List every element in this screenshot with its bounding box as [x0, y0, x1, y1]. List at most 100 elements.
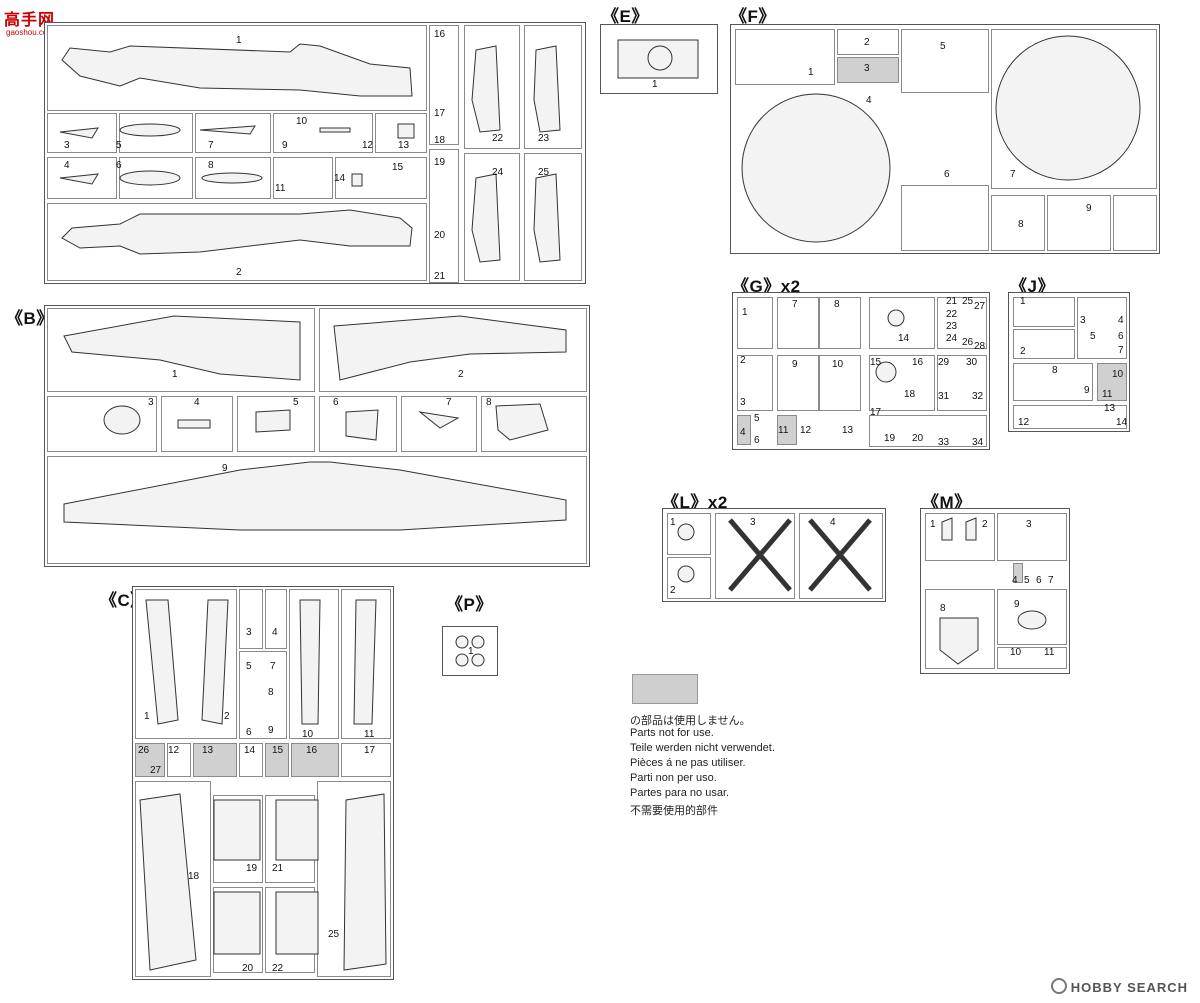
part-number: 2: [740, 355, 746, 366]
part-number: 7: [1048, 575, 1054, 586]
part-number: 27: [974, 301, 986, 312]
part-number: 6: [246, 727, 252, 738]
part-number: 6: [333, 397, 339, 408]
part-number: 4: [866, 95, 872, 106]
part-number: 11: [364, 729, 375, 740]
part-number: 13: [1104, 403, 1116, 414]
part-number: 16: [434, 29, 446, 40]
part-number: 9: [1084, 385, 1090, 396]
part-number: 5: [940, 41, 946, 52]
part-number: 14: [898, 333, 910, 344]
part-number: 18: [904, 389, 916, 400]
part-number: 12: [362, 140, 374, 151]
part-number: 7: [1118, 345, 1124, 356]
part-number: 4: [830, 517, 836, 528]
part-number: 3: [246, 627, 252, 638]
part-number: 1: [742, 307, 748, 318]
part-number: 27: [150, 765, 162, 776]
part-number: 16: [912, 357, 924, 368]
part-number: 23: [946, 321, 958, 332]
part-number: 18: [434, 135, 446, 146]
part-number: 30: [966, 357, 978, 368]
part-number: 16: [306, 745, 318, 756]
part-number: 10: [296, 116, 308, 127]
part-number: 7: [270, 661, 276, 672]
part-number: 8: [1052, 365, 1058, 376]
part-number: 9: [268, 725, 274, 736]
part-number: 12: [800, 425, 812, 436]
part-number: 25: [962, 296, 974, 307]
part-number: 31: [938, 391, 950, 402]
part-number: 18: [188, 871, 200, 882]
legend-it: Parti non per uso.: [630, 772, 717, 784]
part-number: 1: [172, 369, 178, 380]
part-number: 1: [468, 646, 474, 657]
wing-upper-right: [333, 315, 567, 381]
legend-fr: Pièces á ne pas utiliser.: [630, 757, 746, 769]
part-number: 1: [670, 517, 676, 528]
part-number: 3: [864, 63, 870, 74]
part-number: 24: [492, 167, 504, 178]
watermark-url: gaoshou.com: [6, 28, 55, 37]
part-number: 14: [244, 745, 256, 756]
part-number: 10: [302, 729, 314, 740]
part-number: 6: [754, 435, 760, 446]
part-number: 11: [778, 425, 789, 436]
part-number: 9: [282, 140, 288, 151]
part-number: 1: [236, 35, 242, 46]
part-number: 2: [236, 267, 242, 278]
part-number: 4: [64, 160, 70, 171]
part-number: 8: [268, 687, 274, 698]
runner-m-title: 《M》: [922, 493, 972, 512]
part-number: 6: [116, 160, 122, 171]
part-number: 8: [208, 160, 214, 171]
part-number: 3: [148, 397, 154, 408]
part-number: 5: [1090, 331, 1096, 342]
part-number: 22: [946, 309, 958, 320]
part-number: 26: [138, 745, 150, 756]
part-number: 21: [434, 271, 446, 282]
part-number: 4: [1012, 575, 1018, 586]
part-number: 3: [1026, 519, 1032, 530]
part-number: 8: [486, 397, 492, 408]
part-number: 22: [492, 133, 504, 144]
part-number: 14: [1116, 417, 1128, 428]
part-number: 19: [246, 863, 258, 874]
part-number: 4: [194, 397, 200, 408]
part-number: 19: [884, 433, 896, 444]
part-number: 3: [750, 517, 756, 528]
runner-g-title: 《G》x2: [732, 277, 801, 296]
part-number: 3: [740, 397, 746, 408]
runner-j: [1008, 292, 1130, 432]
part-number: 15: [392, 162, 404, 173]
disc-4: [741, 93, 891, 243]
part-number: 1: [808, 67, 814, 78]
part-number: 2: [1020, 346, 1026, 357]
runner-p-title: 《P》: [446, 595, 493, 614]
part-number: 2: [458, 369, 464, 380]
part-number: 1: [1020, 296, 1026, 307]
part-number: 2: [670, 585, 676, 596]
part-number: 8: [940, 603, 946, 614]
part-number: 4: [740, 427, 746, 438]
part-number: 11: [275, 183, 286, 194]
part-number: 2: [864, 37, 870, 48]
part-number: 23: [538, 133, 550, 144]
part-number: 10: [832, 359, 844, 370]
part-number: 14: [334, 173, 346, 184]
part-number: 19: [434, 157, 446, 168]
part-number: 3: [1080, 315, 1086, 326]
part-number: 4: [272, 627, 278, 638]
footer-logo: HOBBY SEARCH: [1070, 980, 1188, 995]
part-number: 5: [293, 397, 299, 408]
part-number: 1: [930, 519, 936, 530]
runner-g: [732, 292, 990, 450]
part-number: 7: [208, 140, 214, 151]
legend-en: Parts not for use.: [630, 727, 714, 739]
part-number: 21: [272, 863, 284, 874]
runner-f-title: 《F》: [730, 7, 776, 26]
wing-lower: [63, 461, 567, 531]
part-number: 5: [116, 140, 122, 151]
part-number: 32: [972, 391, 984, 402]
